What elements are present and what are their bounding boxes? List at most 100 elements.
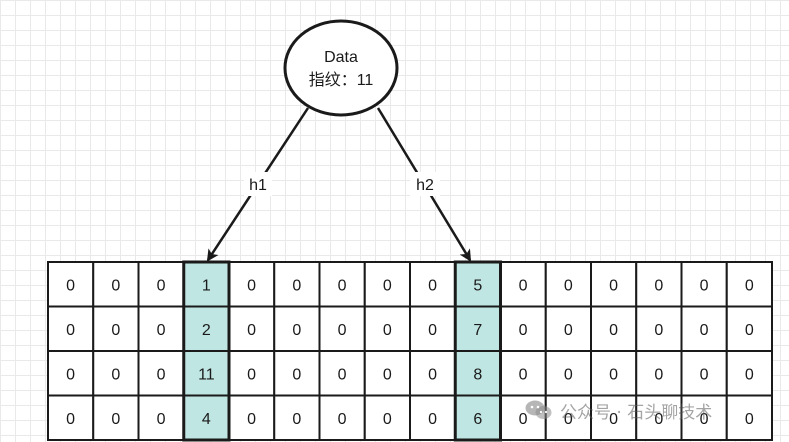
table-cell-value: 0 <box>654 322 663 339</box>
table-cell <box>409 394 457 441</box>
table-cell-value: 0 <box>338 322 347 339</box>
data-node-fingerprint: 指纹：11 <box>309 71 374 89</box>
table-cell-value: 0 <box>654 411 663 428</box>
table-cell <box>590 394 638 441</box>
table-cell <box>318 305 366 352</box>
table-cell-value: 0 <box>338 411 347 428</box>
table-cell-value: 0 <box>700 322 709 339</box>
table-cell-value: 0 <box>700 411 709 428</box>
table-cell-value: 0 <box>428 322 437 339</box>
table-cell <box>680 261 728 308</box>
table-cell-value: 8 <box>473 366 482 383</box>
table-cell <box>409 305 457 352</box>
table-cell-value: 0 <box>428 366 437 383</box>
table-cell-value: 0 <box>609 411 618 428</box>
table-cell <box>318 261 366 308</box>
table-cell <box>635 350 683 397</box>
table-cell-value: 0 <box>292 322 301 339</box>
table-cell-value: 0 <box>383 277 392 294</box>
table-cell-value: 0 <box>157 322 166 339</box>
table-cell <box>318 350 366 397</box>
table-cell <box>273 350 321 397</box>
table-cell <box>47 350 95 397</box>
table-cell-value: 0 <box>564 411 573 428</box>
table-cell <box>228 394 276 441</box>
table-cell-value: 0 <box>700 366 709 383</box>
table-cell <box>273 394 321 441</box>
table-cell-value: 0 <box>66 366 75 383</box>
table-cell-value: 7 <box>473 322 482 339</box>
table-cell-value: 0 <box>700 277 709 294</box>
edge-h1-label: h1 <box>249 177 267 194</box>
table-cell-value: 0 <box>66 277 75 294</box>
table-cell-value: 0 <box>519 277 528 294</box>
table-cell <box>47 261 95 308</box>
table-cell-value: 0 <box>519 366 528 383</box>
table-cell-value: 0 <box>745 411 754 428</box>
table-cell-value: 1 <box>202 277 211 294</box>
table-cell-value: 0 <box>564 322 573 339</box>
table-cell <box>499 305 547 352</box>
table-cell-value: 0 <box>111 322 120 339</box>
table-cell <box>363 350 411 397</box>
table-cell <box>47 394 95 441</box>
table-cell <box>363 261 411 308</box>
table-cell-value: 0 <box>564 277 573 294</box>
table-cell <box>137 305 185 352</box>
table-cell-value: 0 <box>66 322 75 339</box>
table-cell-value: 0 <box>609 277 618 294</box>
table-cell-value: 0 <box>428 277 437 294</box>
table-cell <box>725 394 773 441</box>
table-cell-value: 0 <box>519 411 528 428</box>
table-cell-value: 0 <box>338 366 347 383</box>
table-cell <box>92 394 140 441</box>
table-cell <box>273 261 321 308</box>
table-cell-value: 0 <box>247 322 256 339</box>
table-cell <box>725 305 773 352</box>
table-cell <box>318 394 366 441</box>
table-cell-value: 5 <box>473 277 482 294</box>
table-cell <box>92 305 140 352</box>
table-cell <box>680 350 728 397</box>
table-cell-value: 0 <box>609 322 618 339</box>
counter-table: 0 0 0 1 0 0 0 0 0 5 0 0 0 0 0 0 0 0 0 2 0 0 0 0 0 7 0 0 0 0 0 0 0 0 0 11 0 0 0… <box>47 260 773 442</box>
table-cell <box>635 394 683 441</box>
table-cell-value: 0 <box>564 366 573 383</box>
table-cell-value: 0 <box>383 322 392 339</box>
table-cell-value: 0 <box>157 277 166 294</box>
data-node: Data 指纹：11 <box>283 19 399 117</box>
table-cell-value: 0 <box>111 277 120 294</box>
table-cell-value: 0 <box>292 277 301 294</box>
data-node-title: Data <box>324 49 358 66</box>
table-cell <box>635 261 683 308</box>
table-cell-value: 0 <box>292 366 301 383</box>
table-cell-value: 0 <box>745 322 754 339</box>
table-cell-value: 0 <box>292 411 301 428</box>
table-cell-value: 11 <box>198 366 215 383</box>
table-cell-value: 0 <box>745 277 754 294</box>
table-cell <box>590 305 638 352</box>
table-cell-value: 6 <box>473 411 482 428</box>
table-cell-value: 0 <box>745 366 754 383</box>
data-node-ellipse <box>283 19 399 117</box>
table-cell <box>544 350 592 397</box>
highlighted-column-border <box>453 260 502 442</box>
table-cell-value: 0 <box>519 322 528 339</box>
table-cell-value: 0 <box>247 411 256 428</box>
table-cell-highlighted <box>454 394 502 441</box>
table-cell-value: 0 <box>66 411 75 428</box>
table-cell-value: 0 <box>609 366 618 383</box>
table-cell-value: 0 <box>428 411 437 428</box>
table-cell <box>499 350 547 397</box>
highlighted-column-border <box>182 260 231 442</box>
table-cell-value: 0 <box>111 366 120 383</box>
table-cell-value: 0 <box>654 277 663 294</box>
table-cell-value: 0 <box>654 366 663 383</box>
table-cell-value: 0 <box>157 411 166 428</box>
table-cell-value: 2 <box>202 322 211 339</box>
edge-h2: h2 <box>376 107 472 262</box>
table-cell-value: 0 <box>338 277 347 294</box>
table-cell <box>137 350 185 397</box>
table-cell-value: 0 <box>111 411 120 428</box>
